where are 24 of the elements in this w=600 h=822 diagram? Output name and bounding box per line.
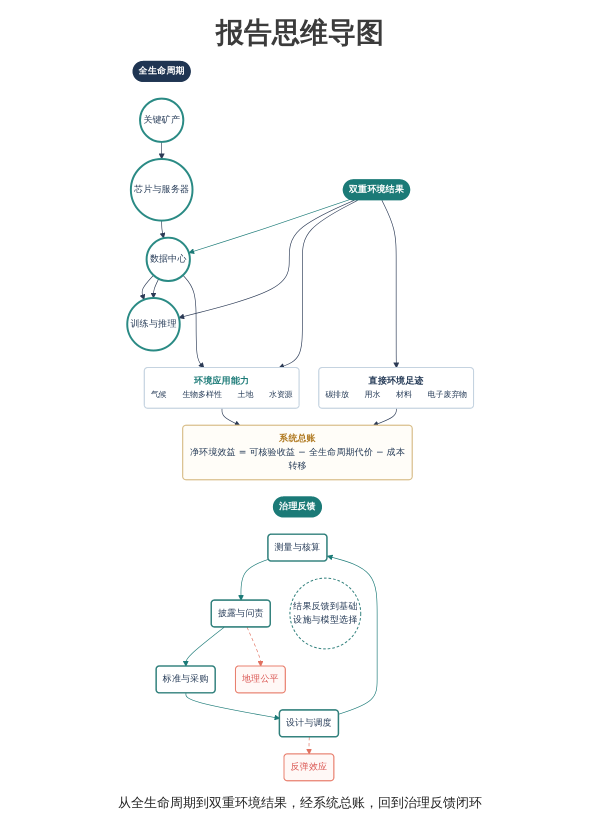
node-circle: 数据中心	[145, 236, 190, 282]
node-circle: 训练与推理	[126, 297, 180, 352]
arrow	[188, 199, 350, 254]
arrow	[182, 274, 204, 368]
node-circle: 关键矿产	[138, 98, 184, 143]
arrow	[178, 200, 354, 320]
arrow	[182, 626, 224, 667]
arrow	[158, 142, 164, 160]
arrow	[278, 200, 358, 369]
arrow	[238, 558, 268, 601]
arrow	[306, 736, 312, 754]
diagram-title: 报告思维导图	[216, 15, 384, 51]
caption: 从全生命周期到双重环境结果，经系统总账，回到治理反馈闭环	[118, 795, 482, 812]
arrow	[221, 408, 240, 426]
arrow	[185, 692, 280, 720]
arrow	[372, 408, 396, 426]
node-circle: 芯片与服务器	[129, 158, 194, 222]
node-circle: 结果反馈到基础设施与模型选择	[289, 578, 361, 650]
arrow	[381, 200, 399, 368]
arrow	[326, 554, 378, 714]
arrow	[246, 626, 263, 667]
arrow	[150, 278, 159, 298]
arrow	[159, 220, 165, 238]
arrow	[139, 274, 154, 300]
